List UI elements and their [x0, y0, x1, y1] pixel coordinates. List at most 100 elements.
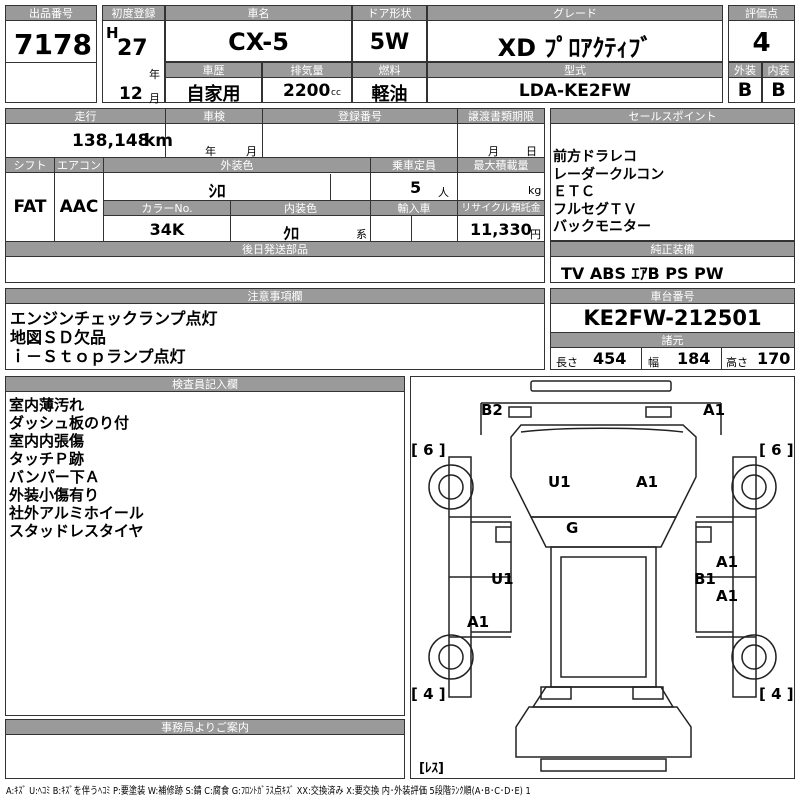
first-registration-label: 初度登録	[103, 6, 164, 21]
score: 4	[752, 28, 771, 58]
inspector-item: 社外アルミホイール	[9, 504, 144, 522]
inspector-item: スタッドレスタイヤ	[9, 522, 144, 540]
sales-point-item: フルセグＴＶ	[553, 201, 637, 218]
divider	[721, 348, 722, 370]
equipment-label: 純正装備	[551, 242, 794, 257]
divider	[370, 158, 371, 241]
lot-number-box: 出品番号 7178	[5, 5, 97, 103]
roof-panel	[560, 556, 647, 678]
max-load-unit: kg	[528, 184, 542, 197]
divider	[230, 201, 231, 241]
fuel: 軽油	[371, 84, 408, 105]
displacement-box: 排気量 2200 cc	[262, 62, 352, 103]
damage-mark: B2	[481, 401, 503, 419]
hub-rear-right	[741, 644, 767, 670]
sales-points-box: セールスポイント 前方ドラレコ レーダークルコン ＥＴＣ フルセグＴＶ バックモ…	[550, 108, 795, 241]
displacement-unit: cc	[331, 88, 341, 98]
tire-front-right: [ 6 ]	[759, 441, 794, 459]
sales-point-item: バックモニター	[553, 219, 651, 235]
inspector-box: 検査員記入欄 室内薄汚れ ダッシュ板のり付 室内内張傷 タッチＰ跡 バンパー下Ａ…	[5, 376, 405, 716]
fuel-label: 燃料	[353, 63, 426, 78]
divider	[6, 241, 544, 242]
equipment: TV ABS ｴｱB PS PW	[561, 264, 724, 283]
damage-mark: G	[566, 519, 579, 537]
inspector-item: 室内薄汚れ	[9, 396, 85, 414]
recycle-deposit: 11,330	[470, 220, 532, 239]
exterior-grade-box: 外装 B	[728, 62, 762, 103]
aircon: AAC	[59, 197, 99, 217]
rear-lamp-left	[540, 686, 572, 700]
shift-label: シフト	[6, 158, 54, 173]
hub-front-left	[438, 474, 464, 500]
left-side	[448, 456, 472, 698]
registration-year: 27	[117, 36, 148, 61]
car-outline	[428, 380, 777, 772]
model-code: LDA-KE2FW	[518, 81, 632, 101]
divider	[103, 158, 104, 241]
width: 184	[677, 349, 711, 368]
import-label: 輸入車	[371, 201, 457, 216]
height-label: 高さ	[726, 356, 748, 369]
tire-rear-left: [ 4 ]	[411, 685, 446, 703]
details-block	[5, 108, 545, 283]
model-code-box: 型式 LDA-KE2FW	[427, 62, 723, 103]
wheel-front-left	[428, 464, 474, 510]
transfer-day-unit: 日	[526, 145, 537, 158]
tire-front-left: [ 6 ]	[411, 441, 446, 459]
history-box: 車歴 自家用	[165, 62, 262, 105]
door-label: ドア形状	[353, 6, 426, 21]
mirror-left	[495, 526, 511, 543]
grade-box: グレード XD ﾌﾟﾛｱｸﾃｨﾌﾞ	[427, 5, 723, 62]
left-doors	[471, 521, 512, 633]
damage-mark: A1	[716, 587, 739, 605]
interior-color: ｸﾛ	[282, 224, 299, 243]
front-bumper	[480, 402, 722, 435]
divider	[457, 109, 458, 157]
damage-diagram: [ 6 ] [ 6 ] [ 4 ] [ 4 ] [ﾚｽ] B2 A1 U1 A1…	[410, 376, 795, 779]
specs-label: 諸元	[551, 333, 794, 348]
door-type: 5W	[369, 30, 410, 55]
damage-mark: U1	[548, 473, 571, 491]
mileage-unit: km	[144, 131, 174, 151]
sales-points-label: セールスポイント	[551, 109, 794, 124]
score-label: 評価点	[729, 6, 794, 21]
hood	[510, 424, 697, 518]
right-side	[732, 456, 757, 698]
rear-bumper	[540, 758, 667, 772]
lot-number: 7178	[14, 28, 92, 61]
era: H	[106, 24, 119, 42]
registration-month: 12	[119, 84, 143, 104]
divider	[104, 200, 544, 201]
divider	[262, 109, 263, 157]
history: 自家用	[186, 84, 241, 105]
chassis-label: 車台番号	[551, 289, 794, 304]
inspection-month-unit: 月	[246, 145, 257, 158]
exterior-color-label: 外装色	[104, 158, 370, 173]
sales-point-item: レーダークルコン	[553, 166, 665, 183]
right-doors	[695, 521, 733, 633]
inspector-item: タッチＰ跡	[9, 450, 85, 468]
hood-line	[520, 427, 684, 433]
windshield	[529, 516, 678, 548]
hub-rear-left	[438, 644, 464, 670]
year-unit: 年	[149, 68, 160, 81]
displacement: 2200	[283, 81, 331, 101]
divider	[6, 62, 96, 63]
lot-number-label: 出品番号	[6, 6, 96, 21]
model-code-label: 型式	[428, 63, 722, 78]
interior-color-unit: 系	[356, 228, 367, 241]
damage-mark: B1	[694, 570, 716, 588]
note-item: 地図ＳＤ欠品	[10, 328, 107, 347]
interior-color-label: 内装色	[231, 201, 370, 216]
first-registration-box: 初度登録 H 27 年 12 月	[102, 5, 165, 105]
recycle-unit: 円	[530, 228, 541, 241]
divider	[411, 216, 412, 241]
fog-lamp-left	[508, 406, 532, 418]
score-box: 評価点 4	[728, 5, 795, 62]
capacity: 5	[410, 178, 422, 197]
mileage-label: 走行	[6, 109, 165, 124]
later-parts-label: 後日発送部品	[6, 242, 544, 257]
inspector-item: バンパー下Ａ	[9, 468, 100, 486]
divider	[165, 109, 166, 157]
legend: A:ｷｽﾞ U:ﾍｺﾐ B:ｷｽﾞを伴うﾍｺﾐ P:要塗装 W:補修跡 S:錆 …	[6, 786, 531, 797]
